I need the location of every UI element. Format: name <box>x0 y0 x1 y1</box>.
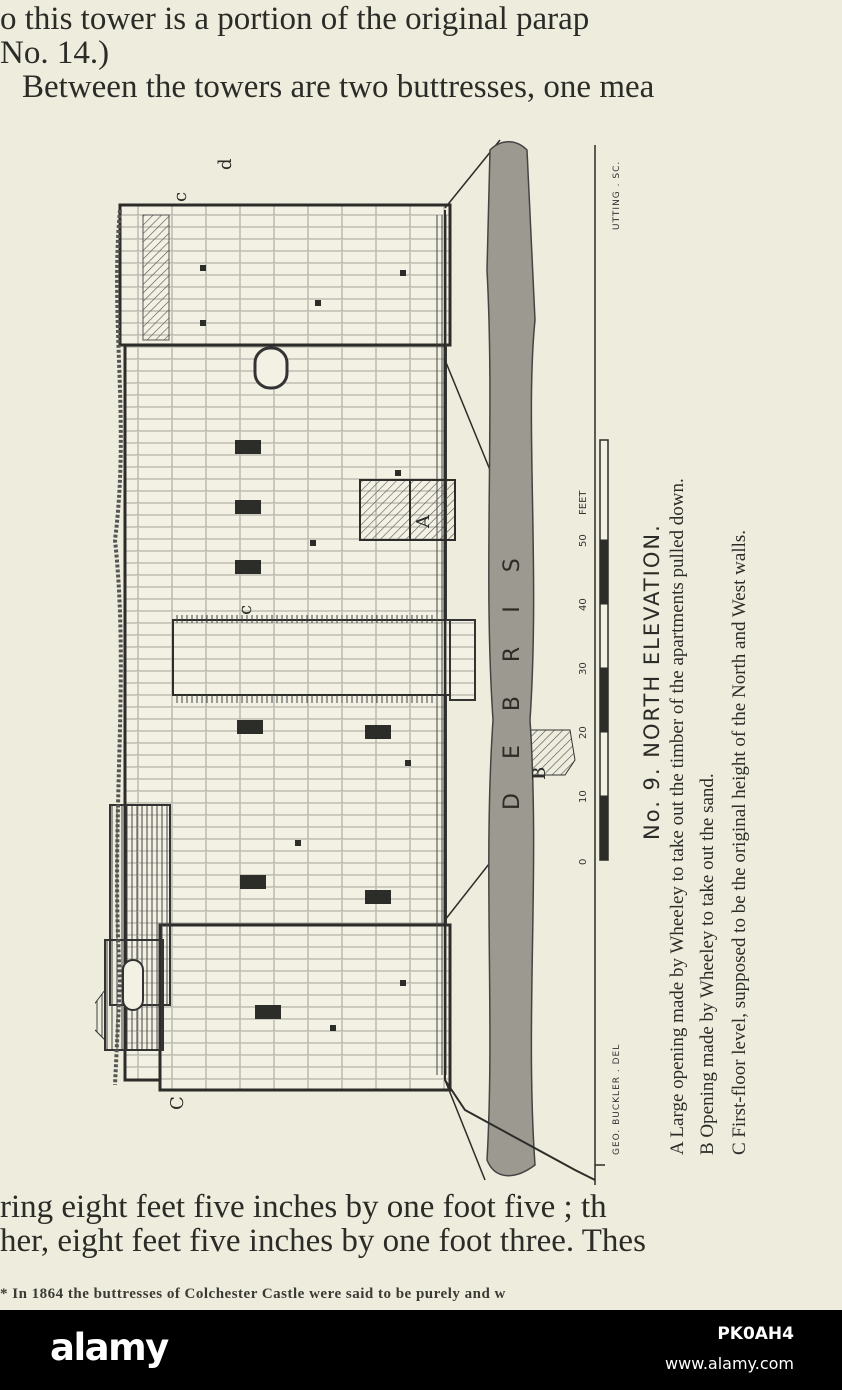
mark-a: A <box>413 515 434 528</box>
mark-c-top: c <box>170 191 191 202</box>
text-line-5: her, eight feet five inches by one foot … <box>0 1223 646 1259</box>
text-line-1: o this tower is a portion of the origina… <box>0 1 590 37</box>
caption-b: B Opening made by Wheeley to take out th… <box>697 773 718 1155</box>
scale-10: 10 <box>578 790 589 803</box>
mark-c-middle: c <box>235 604 256 615</box>
text-line-4: ring eight feet five inches by one foot … <box>0 1189 607 1225</box>
caption-a: A Large opening made by Wheeley to take … <box>667 478 688 1155</box>
image-code: PK0AH4 <box>717 1324 794 1344</box>
scale-unit: FEET <box>578 490 589 516</box>
text-line-2: No. 14.) <box>0 35 110 71</box>
debris-label: DEBRIS <box>500 524 525 810</box>
mark-d: d <box>215 158 236 170</box>
elevation-drawing <box>95 139 609 1185</box>
plate-title: No. 9. NORTH ELEVATION. <box>640 523 664 840</box>
watermark-bar: alamy PK0AH4 www.alamy.com <box>0 1310 842 1390</box>
credit-engraver: UTTING . SC. <box>612 160 622 230</box>
elevation-plate: No. 9. NORTH ELEVATION. A Large opening … <box>95 120 805 1185</box>
scale-40: 40 <box>578 598 589 611</box>
caption-c: C First-floor level, supposed to be the … <box>729 529 750 1155</box>
mark-b: B <box>529 766 550 780</box>
mark-c: C <box>167 1096 188 1110</box>
scale-0: 0 <box>578 858 589 865</box>
brand-logo: alamy <box>50 1326 169 1369</box>
scale-50: 50 <box>578 534 589 547</box>
scale-bar <box>599 439 609 861</box>
scale-20: 20 <box>578 726 589 739</box>
site-url: www.alamy.com <box>665 1354 794 1373</box>
book-page: o this tower is a portion of the origina… <box>0 1 805 1302</box>
text-line-3: Between the towers are two buttresses, o… <box>22 69 655 105</box>
footnote: * In 1864 the buttresses of Colchester C… <box>0 1286 506 1302</box>
scale-30: 30 <box>578 662 589 675</box>
credit-delineator: GEO. BUCKLER . DEL <box>612 1043 622 1155</box>
